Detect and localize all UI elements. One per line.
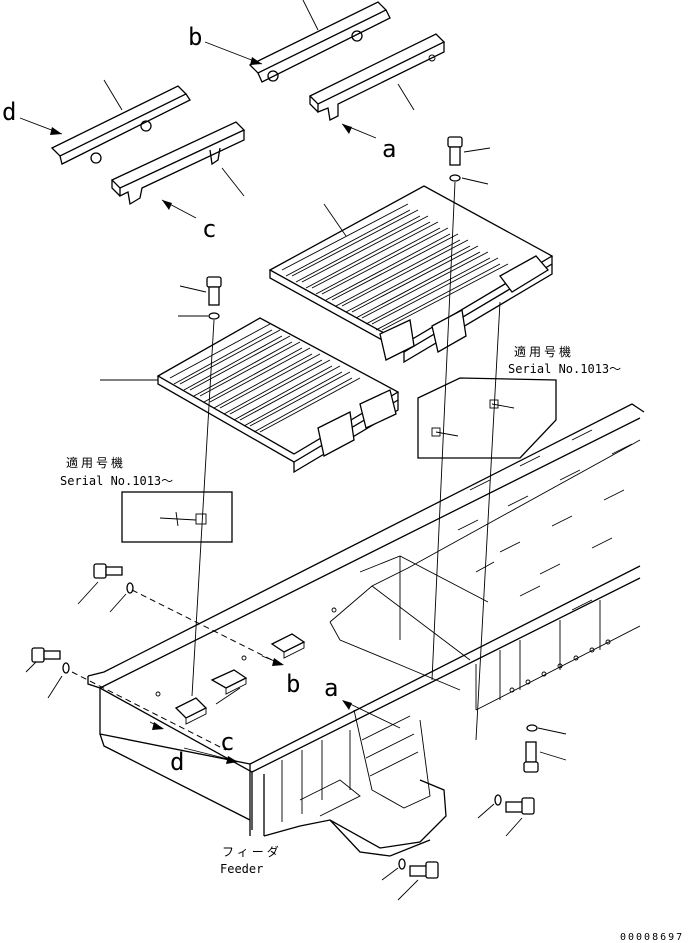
label-c-frame: c <box>220 728 234 756</box>
leader-d <box>19 117 63 135</box>
drawing-id: 00008697 <box>620 932 684 943</box>
grate-left <box>100 317 400 474</box>
bolt-side-lower <box>25 647 70 699</box>
bolt-bottom-right <box>523 724 567 773</box>
serial-note-left-en: Serial No.1013～ <box>60 474 173 488</box>
label-d-top: d <box>2 98 16 126</box>
dashed-lines <box>71 589 273 751</box>
label-b-top: b <box>188 23 202 51</box>
bolt-top-right <box>447 136 491 185</box>
serial-note-right-en: Serial No.1013～ <box>508 362 621 376</box>
leader-a-top <box>341 123 377 139</box>
label-a-frame: a <box>324 674 338 702</box>
bolt-side-upper <box>77 563 134 613</box>
arrow-d-frame <box>183 747 241 764</box>
assembly-lines <box>191 181 501 741</box>
bolt-bottom-center <box>477 794 535 837</box>
leader-b <box>204 41 263 65</box>
detail-box-right <box>417 377 557 459</box>
feeder-label-jp: フィーダ <box>222 844 282 859</box>
bolt-bottom-feeder <box>381 858 439 901</box>
plate-b <box>248 0 391 83</box>
feeder-label-en: Feeder <box>220 862 263 876</box>
feeder-frame <box>87 403 645 857</box>
detail-box-left <box>121 491 233 543</box>
arrow-b-frame <box>261 655 284 666</box>
label-c-top: c <box>202 215 216 243</box>
bracket-a <box>308 33 446 121</box>
serial-note-right-jp: 適用号機 <box>514 344 574 359</box>
label-b-frame: b <box>286 670 300 698</box>
grate-right <box>268 185 554 364</box>
label-d-frame: d <box>170 748 184 776</box>
bolt-top-left <box>178 276 222 320</box>
serial-note-left-jp: 適用号機 <box>66 455 126 470</box>
bracket-c <box>110 121 246 206</box>
arrow-c-frame <box>149 721 164 730</box>
arrow-a-frame <box>342 700 401 729</box>
leader-c <box>161 199 197 219</box>
label-a-top: a <box>382 135 396 163</box>
plate-d <box>50 79 191 165</box>
